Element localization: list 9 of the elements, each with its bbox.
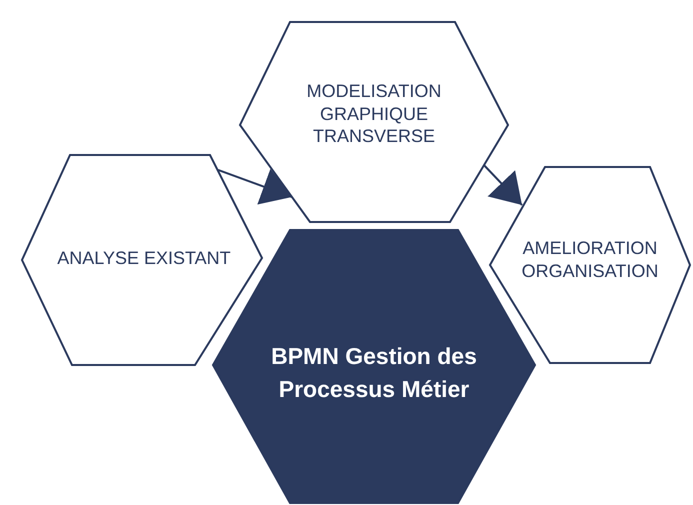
node-label: BPMN Gestion des Processus Métier [270,342,478,404]
arrow [483,164,523,206]
hexagon-shape [490,167,690,363]
node-label: AMELIORATION ORGANISATION [520,237,660,282]
hexagon-shape [240,22,508,222]
hexagon-shape [22,155,262,365]
node-label: MODELISATION GRAPHIQUE TRANSVERSE [306,80,442,148]
arrow [218,168,292,205]
node-label: ANALYSE EXISTANT [56,247,232,270]
